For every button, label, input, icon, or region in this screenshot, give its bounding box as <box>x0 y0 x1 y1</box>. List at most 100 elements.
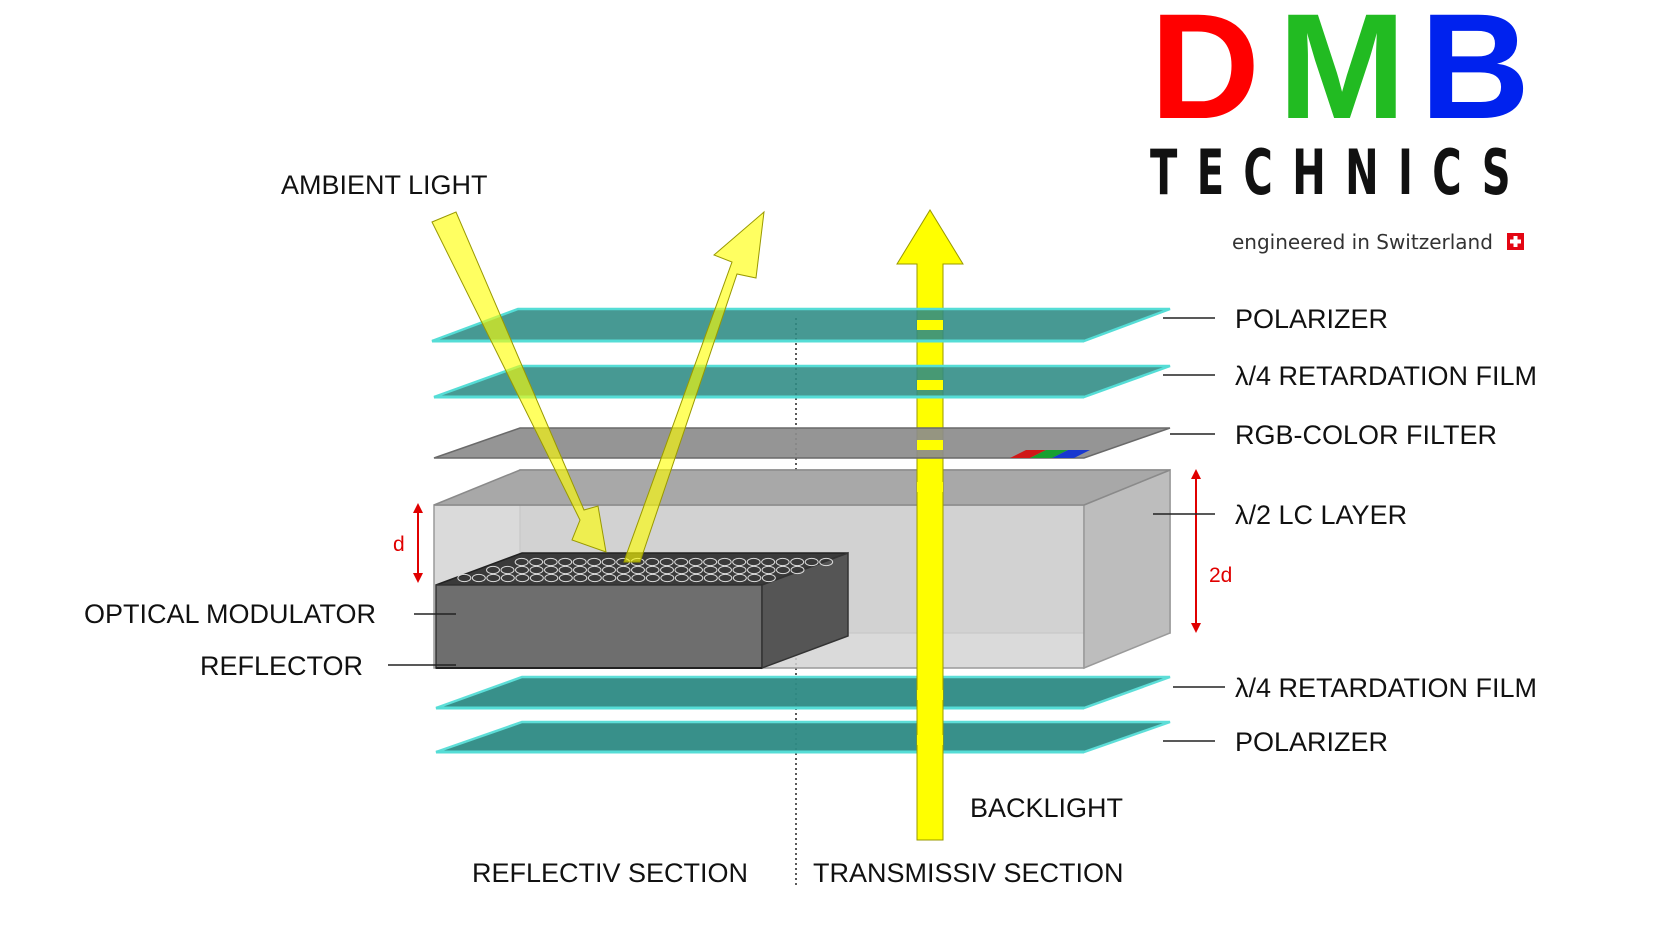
modulator-bump <box>631 573 646 583</box>
modulator-bump <box>543 557 558 567</box>
modulator-bump <box>689 573 704 583</box>
logo-tagline: engineered in Switzerland <box>1232 230 1493 254</box>
modulator-bump <box>514 557 529 567</box>
modulator-bump <box>703 565 718 575</box>
top-retardation-film-sheet <box>433 364 1171 399</box>
bottom-polarizer-sheet <box>435 720 1171 754</box>
modulator-bump <box>718 565 732 575</box>
thickness-d-label: d <box>393 533 405 556</box>
modulator-bump <box>717 557 732 567</box>
modulator-bump <box>819 557 834 567</box>
modulator-bump <box>688 557 703 567</box>
modulator-bump <box>761 557 776 567</box>
layer-label-bottom-retardation-film: λ/4 RETARDATION FILM <box>1235 673 1537 703</box>
layer-label-lc-layer: λ/2 LC LAYER <box>1235 500 1407 530</box>
bottom-retardation-film-sheet <box>435 675 1171 710</box>
modulator-bump <box>790 565 805 575</box>
modulator-bump <box>529 573 544 583</box>
modulator-bump <box>500 573 515 583</box>
modulator-bump <box>602 573 617 583</box>
modulator-bump <box>486 565 500 575</box>
modulator-bump <box>761 573 776 583</box>
modulator-bump <box>573 573 588 583</box>
modulator-bump <box>544 565 558 575</box>
modulator-bump <box>631 565 645 575</box>
modulator-bump <box>659 557 674 567</box>
modulator-bump <box>572 557 587 567</box>
modulator-bump <box>500 565 515 575</box>
modulator-bump <box>602 565 616 575</box>
modulator-bump <box>645 565 660 575</box>
modulator-bump <box>674 565 689 575</box>
modulator-bump <box>515 565 529 575</box>
modulator-bump <box>558 573 573 583</box>
rgb-strip-red <box>1010 450 1046 458</box>
logo-subtitle: TECHNICS <box>1150 136 1530 209</box>
optical-modulator-label: OPTICAL MODULATOR <box>84 599 376 629</box>
ambient-light-incident-beam <box>431 211 607 553</box>
layer-label-rgb-color-filter: RGB-COLOR FILTER <box>1235 420 1497 450</box>
modulator-bump <box>775 557 790 567</box>
modulator-bump <box>544 573 559 583</box>
modulator-bump <box>529 557 544 567</box>
ambient-light-reflected-beam <box>623 210 765 563</box>
logo-letter-d: D <box>1150 0 1260 150</box>
modulator-bump <box>761 565 776 575</box>
modulator-bump <box>746 557 761 567</box>
modulator-bump <box>732 565 747 575</box>
modulator-bump <box>486 573 501 583</box>
layer-label-bottom-polarizer: POLARIZER <box>1235 727 1388 757</box>
modulator-bump <box>776 565 790 575</box>
rgb-color-filter-sheet <box>433 427 1171 459</box>
modulator-bump <box>645 557 660 567</box>
modulator-bump <box>747 573 762 583</box>
modulator-bump <box>573 565 587 575</box>
modulator-bump <box>703 573 718 583</box>
swiss-flag-icon <box>1507 233 1524 250</box>
modulator-microstructure <box>457 557 834 583</box>
modulator-bump <box>616 565 631 575</box>
logo-letter-b: B <box>1420 0 1530 150</box>
company-logo: D M B TECHNICS engineered in Switzerland <box>1150 0 1530 254</box>
reflective-section-label: REFLECTIV SECTION <box>472 858 748 888</box>
modulator-bump <box>732 557 747 567</box>
modulator-bump <box>660 573 675 583</box>
layer-label-top-retardation-film: λ/4 RETARDATION FILM <box>1235 361 1537 391</box>
layer-label-top-polarizer: POLARIZER <box>1235 304 1388 334</box>
modulator-bump <box>703 557 718 567</box>
top-polarizer-sheet <box>431 307 1171 343</box>
modulator-bump <box>515 573 530 583</box>
modulator-bump <box>747 565 761 575</box>
backlight-label: BACKLIGHT <box>970 793 1123 823</box>
modulator-bump <box>790 557 805 567</box>
modulator-bump <box>587 565 602 575</box>
modulator-bump <box>718 573 733 583</box>
modulator-bump <box>457 573 472 583</box>
modulator-bump <box>558 565 573 575</box>
logo-letter-m: M <box>1278 0 1406 150</box>
modulator-bump <box>689 565 703 575</box>
beam-layer-crossings <box>917 320 943 745</box>
modulator-bump <box>616 573 631 583</box>
reflector-label: REFLECTOR <box>200 651 363 681</box>
thickness-2d-label: 2d <box>1209 564 1232 587</box>
leader-lines <box>388 317 1225 742</box>
modulator-bump <box>674 557 689 567</box>
modulator-bump <box>558 557 573 567</box>
modulator-bump <box>587 557 602 567</box>
modulator-bump <box>732 573 747 583</box>
modulator-bump <box>645 573 660 583</box>
modulator-bump <box>587 573 602 583</box>
modulator-bump <box>674 573 689 583</box>
modulator-bump <box>660 565 674 575</box>
rgb-strip-green <box>1030 450 1068 458</box>
rgb-strip-blue <box>1052 450 1090 458</box>
transmissive-section-label: TRANSMISSIV SECTION <box>813 858 1124 888</box>
modulator-bump <box>471 573 486 583</box>
modulator-bump <box>804 557 819 567</box>
optical-modulator-block <box>435 551 849 670</box>
modulator-bump <box>601 557 616 567</box>
modulator-bump <box>529 565 544 575</box>
ambient-light-label: AMBIENT LIGHT <box>281 170 488 200</box>
